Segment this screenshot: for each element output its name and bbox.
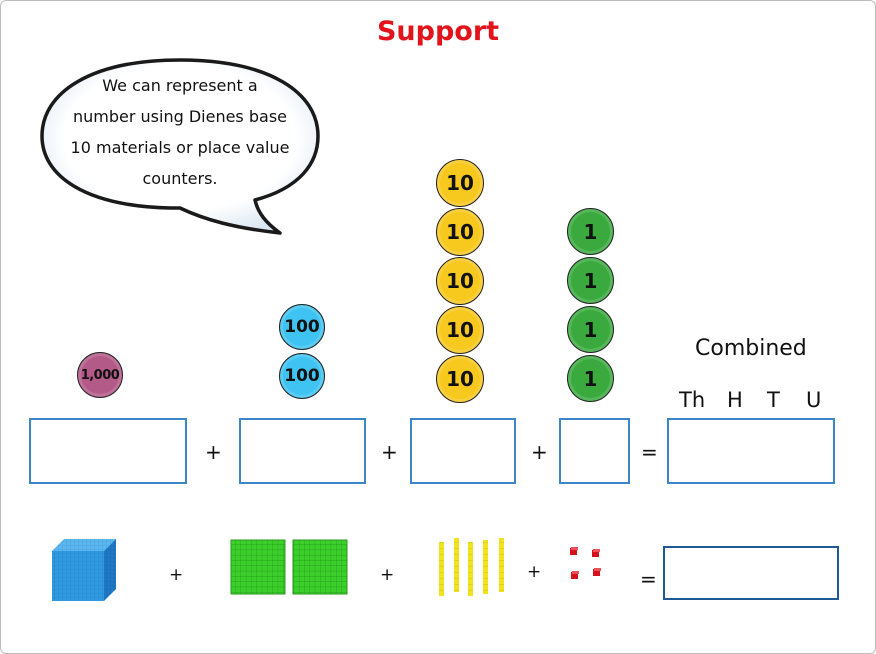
ten-counter: 10 [436,208,484,256]
bubble-line: counters. [142,169,218,188]
combined-answer-box[interactable] [667,418,835,484]
one-counter: 1 [567,306,614,353]
one-counter: 1 [567,355,614,402]
speech-bubble-text: We can represent a number using Dienes b… [62,70,298,194]
one-counter: 1 [567,257,614,304]
speech-bubble [40,58,320,235]
tens-answer-box[interactable] [410,418,516,484]
plus-sign: + [205,440,222,464]
thousands-answer-box[interactable] [29,418,187,484]
equals-sign: = [641,440,658,464]
column-header-h: H [727,388,743,412]
ten-counter: 10 [436,355,484,403]
column-header-t: T [767,388,780,412]
ten-counter: 10 [436,257,484,305]
hundreds-answer-box[interactable] [239,418,366,484]
plus-sign: + [169,565,184,585]
hundred-flats-icon [230,539,348,595]
plus-sign: + [380,565,395,585]
plus-sign: + [381,440,398,464]
plus-sign: + [531,440,548,464]
page-title: Support [376,16,500,47]
bubble-line: We can represent a [102,76,258,95]
column-header-u: U [806,388,822,412]
hundred-counter: 100 [279,304,325,350]
ten-rods-icon [439,538,504,596]
plus-sign: + [527,562,542,582]
column-header-th: Th [679,388,706,412]
bubble-line: 10 materials or place value [70,138,290,157]
equals-sign: = [640,567,657,591]
ten-counter: 10 [436,159,484,207]
thousand-counter: 1,000 [77,352,123,398]
ones-answer-box[interactable] [559,418,630,484]
combined-heading: Combined [695,336,807,361]
one-counter: 1 [567,208,614,255]
thousand-cube-icon [52,539,116,601]
unit-cubes-icon [570,547,601,579]
bubble-line: number using Dienes base [73,107,287,126]
ten-counter: 10 [436,306,484,354]
hundred-counter: 100 [279,353,325,399]
dienes-answer-box[interactable] [663,546,839,600]
